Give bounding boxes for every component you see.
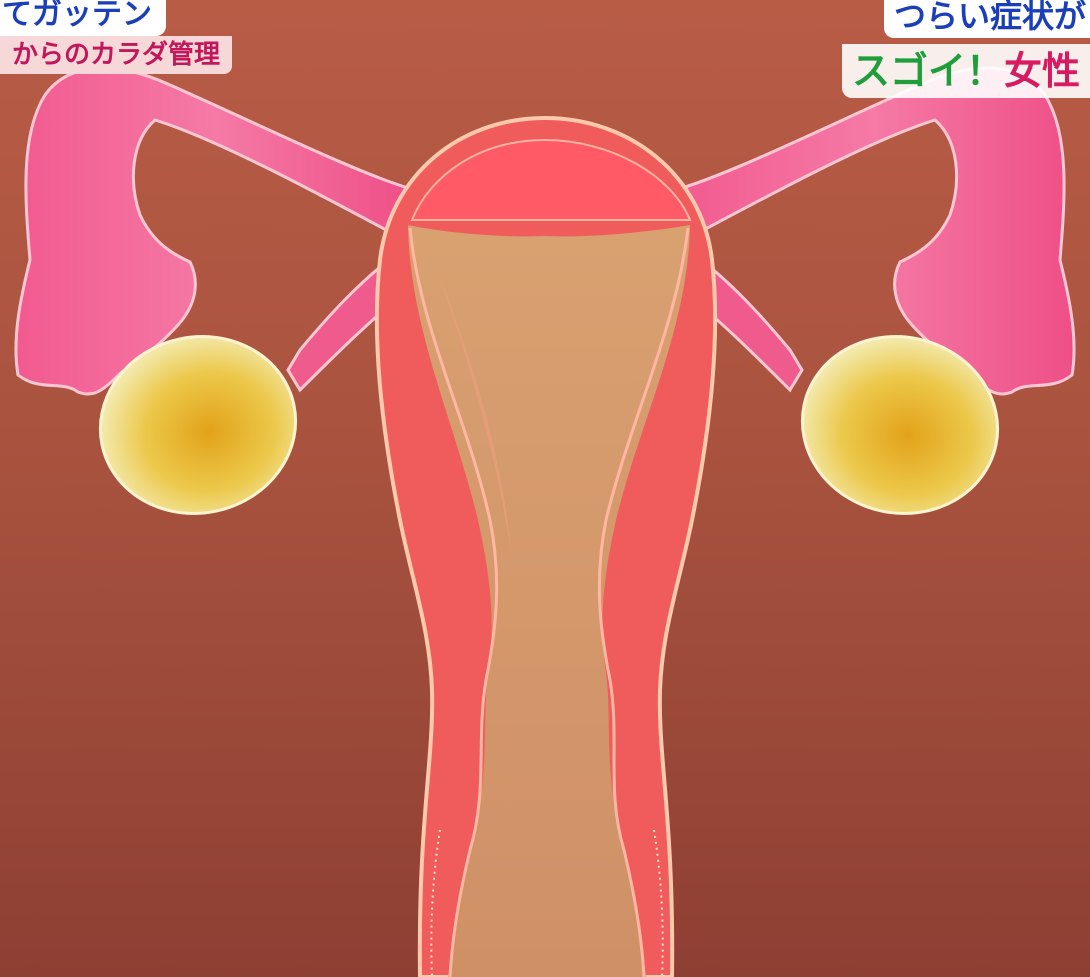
caption-top-right-title: つらい症状が (884, 0, 1090, 38)
caption-top-right-keyword: 女性 (1004, 49, 1080, 93)
caption-top-left-subtitle: からのカラダ管理 (0, 36, 232, 74)
caption-top-left-title: てガッテン (0, 0, 166, 36)
caption-top-right-subtitle: スゴイ！女性 (842, 44, 1090, 98)
uterus-diagram (377, 118, 715, 977)
caption-top-right-highlight: スゴイ！ (852, 49, 1004, 93)
